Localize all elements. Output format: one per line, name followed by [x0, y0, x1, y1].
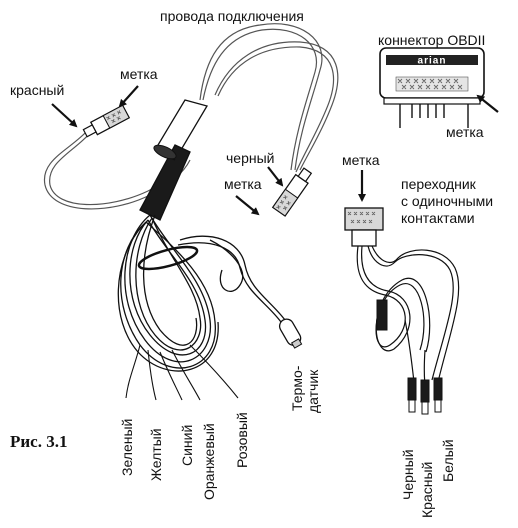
arrow-black — [268, 167, 282, 185]
label-mark-adapter: метка — [342, 152, 380, 168]
label-wire-yellow: Желтый — [148, 428, 164, 481]
figure-caption: Рис. 3.1 — [10, 432, 67, 452]
label-adapter-red: Красный — [419, 462, 435, 518]
label-thermo-line2: датчик — [305, 370, 321, 413]
label-adapter-line3: контактами — [401, 210, 475, 226]
label-adapter-black: Черный — [400, 449, 416, 500]
thermo-sensor — [277, 317, 304, 350]
label-obd-connector: коннектор OBDII — [378, 32, 485, 48]
label-wire-pink: Розовый — [234, 412, 250, 468]
obd-logo: arian — [418, 56, 447, 67]
single-contacts — [409, 400, 441, 414]
arrow-red — [52, 104, 76, 126]
label-wire-blue: Синий — [179, 425, 195, 466]
label-adapter-white: Белый — [440, 439, 456, 482]
arrow-mark-top — [120, 86, 138, 106]
label-adapter-line1: переходник — [401, 176, 476, 192]
label-mark-obd: метка — [446, 124, 484, 140]
red-connector — [82, 105, 129, 139]
label-black: черный — [226, 150, 274, 166]
label-thermo-line1: Термо- — [289, 366, 305, 411]
label-wire-orange: Оранжевый — [201, 423, 217, 500]
wire-ends — [126, 345, 238, 400]
label-mark-middle: метка — [224, 176, 262, 192]
label-red: красный — [10, 82, 64, 98]
arrow-mark-middle — [236, 196, 258, 214]
wire-bundle — [118, 215, 218, 371]
adapter-cable — [357, 246, 458, 385]
label-adapter-line2: с одиночными — [401, 193, 493, 209]
obd-connector: arian — [380, 48, 484, 128]
black-connector — [273, 166, 314, 216]
label-mark-top: метка — [120, 66, 158, 82]
label-connection-wires: провода подключения — [160, 8, 304, 24]
label-wire-green: Зеленый — [119, 419, 135, 476]
cable-sleeve — [140, 100, 207, 220]
adapter-connector — [345, 208, 383, 246]
arrow-mark-obd — [478, 96, 498, 112]
